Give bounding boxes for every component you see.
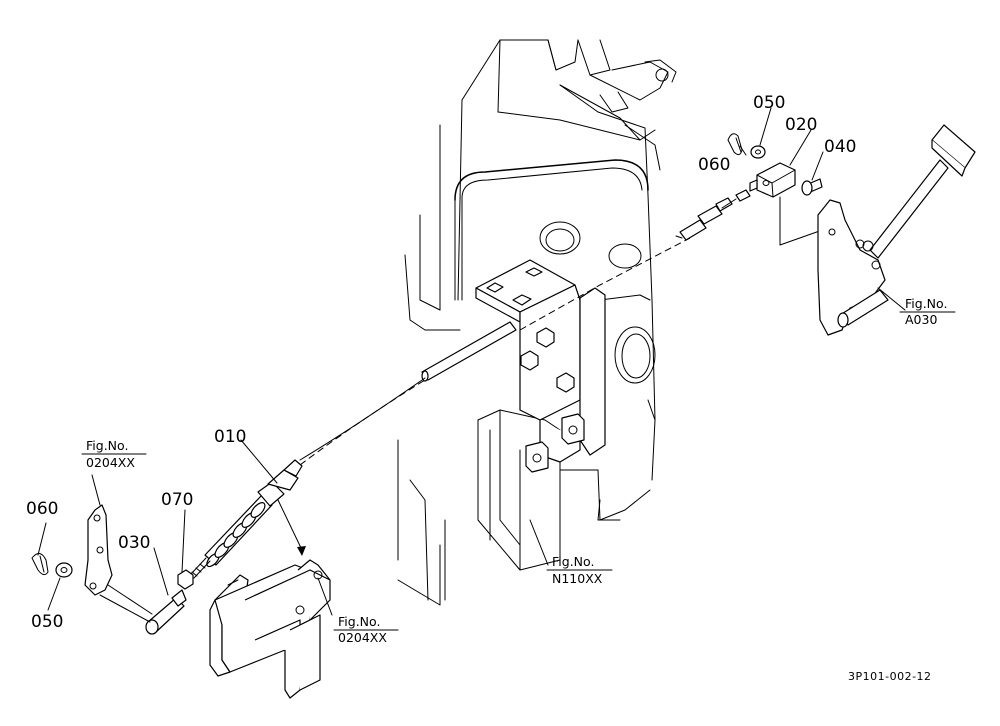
left-linkage-plate: [84, 504, 113, 596]
fig-ref-0204xx-upper-line1: Fig.No.: [86, 438, 128, 453]
fig-ref-a030-line1: Fig.No.: [905, 296, 947, 311]
fig-ref-0204xx-upper: Fig.No. 0204XX: [81, 438, 147, 470]
fig-ref-a030-line2: A030: [905, 312, 937, 327]
fig-ref-0204xx-lower-line1: Fig.No.: [338, 614, 380, 629]
lower-bracket: [209, 559, 331, 699]
fig-ref-n110xx-line1: Fig.No.: [552, 554, 594, 569]
bracket-arrow-line: [277, 499, 303, 551]
callout-040: 040: [824, 137, 856, 157]
control-cable: [189, 189, 751, 579]
chassis-frame: [397, 39, 677, 606]
cable-boot: [204, 459, 303, 568]
brake-pedal: [817, 124, 976, 336]
fig-ref-0204xx-lower-line2: 0204XX: [338, 630, 387, 645]
callout-060-upper: 060: [698, 155, 730, 175]
callout-010: 010: [214, 427, 246, 447]
left-washer-050: [55, 562, 73, 578]
callout-030: 030: [118, 533, 150, 553]
cable-mounting-bracket: [475, 259, 606, 473]
fig-ref-0204xx-lower: Fig.No. 0204XX: [333, 614, 399, 645]
callout-070: 070: [161, 490, 193, 510]
left-rod-end: [99, 584, 187, 635]
left-cotter-pin-060: [31, 553, 49, 576]
callout-050-upper: 050: [753, 93, 785, 113]
callout-050-lower: 050: [31, 612, 63, 632]
callout-060-lower: 060: [26, 499, 58, 519]
left-nut-070: [177, 569, 194, 590]
fig-ref-a030: Fig.No. A030: [899, 296, 956, 327]
callout-020: 020: [785, 115, 817, 135]
pedal-arrow-line: [779, 196, 829, 246]
fig-ref-n110xx-line2: N110XX: [552, 571, 603, 586]
leader-lines: [37, 107, 906, 616]
bracket-arrow-head: [297, 546, 306, 556]
upper-clevis-assembly: [727, 133, 823, 198]
fig-ref-n110xx: Fig.No. N110XX: [546, 554, 613, 586]
fig-ref-0204xx-upper-line2: 0204XX: [86, 455, 135, 470]
drawing-code: 3P101-002-12: [848, 670, 932, 683]
